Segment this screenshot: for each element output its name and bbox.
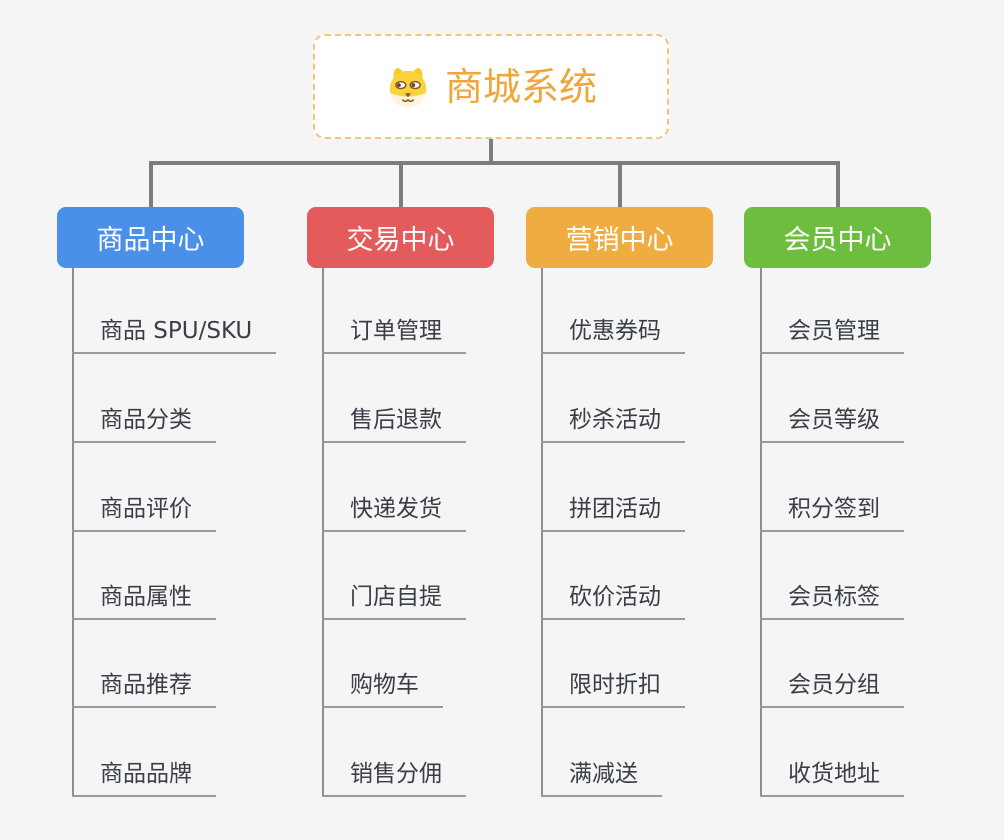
connector-root-stub <box>489 139 493 165</box>
branch-node-marketing-center[interactable]: 营销中心 <box>526 207 713 268</box>
leaf-node[interactable]: 订单管理 <box>322 316 466 354</box>
branch-node-product-center[interactable]: 商品中心 <box>57 207 244 268</box>
connector-drop-product <box>149 161 153 207</box>
leaf-node[interactable]: 商品属性 <box>72 582 216 620</box>
leaf-node[interactable]: 会员标签 <box>760 582 904 620</box>
leaf-node[interactable]: 收货地址 <box>760 759 904 797</box>
connector-drop-member <box>836 161 840 207</box>
leaf-node[interactable]: 商品推荐 <box>72 670 216 708</box>
leaf-node[interactable]: 购物车 <box>322 670 443 708</box>
connector-trunk-product <box>72 268 74 797</box>
leaf-node[interactable]: 限时折扣 <box>541 670 685 708</box>
connector-trunk-marketing <box>541 268 543 797</box>
leaf-node[interactable]: 满减送 <box>541 759 662 797</box>
leaf-node[interactable]: 商品 SPU/SKU <box>72 316 277 354</box>
leaf-node[interactable]: 售后退款 <box>322 405 466 443</box>
root-node[interactable]: 商城系统 <box>313 34 669 139</box>
branch-node-member-center[interactable]: 会员中心 <box>744 207 931 268</box>
dog-face-icon <box>389 67 427 107</box>
connector-trunk-member <box>760 268 762 797</box>
leaf-node[interactable]: 销售分佣 <box>322 759 466 797</box>
connector-horizontal-bar <box>149 161 840 165</box>
leaf-node[interactable]: 砍价活动 <box>541 582 685 620</box>
connector-drop-marketing <box>618 161 622 207</box>
root-node-label: 商城系统 <box>444 64 597 109</box>
leaf-node[interactable]: 商品评价 <box>72 494 216 532</box>
leaf-node[interactable]: 积分签到 <box>760 494 904 532</box>
leaf-node[interactable]: 商品品牌 <box>72 759 216 797</box>
leaf-node[interactable]: 秒杀活动 <box>541 405 685 443</box>
connector-drop-trade <box>399 161 403 207</box>
leaf-node[interactable]: 优惠券码 <box>541 316 685 354</box>
leaf-node[interactable]: 会员分组 <box>760 670 904 708</box>
branch-node-trade-center[interactable]: 交易中心 <box>307 207 494 268</box>
leaf-node[interactable]: 商品分类 <box>72 405 216 443</box>
leaf-node[interactable]: 门店自提 <box>322 582 466 620</box>
leaf-node[interactable]: 会员管理 <box>760 316 904 354</box>
connector-trunk-trade <box>322 268 324 797</box>
leaf-node[interactable]: 拼团活动 <box>541 494 685 532</box>
leaf-node[interactable]: 会员等级 <box>760 405 904 443</box>
leaf-node[interactable]: 快递发货 <box>322 494 466 532</box>
